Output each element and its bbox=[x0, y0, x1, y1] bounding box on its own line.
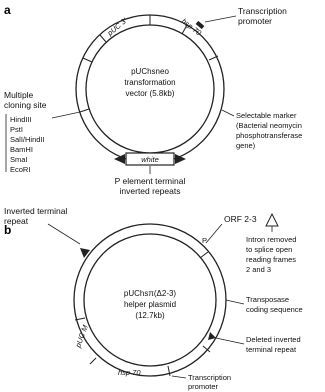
segment-white: white bbox=[141, 155, 159, 164]
plasmid-a-divider bbox=[181, 24, 188, 35]
plasmid-a-divider bbox=[99, 34, 107, 43]
plasmid-b-divider bbox=[89, 357, 97, 365]
plasmid-a-name-line3: vector (5.8kb) bbox=[126, 89, 175, 98]
leader-promoter-a bbox=[204, 15, 237, 23]
mcs-site-3: SalI/HindII bbox=[10, 135, 45, 144]
marker-line4: gene) bbox=[236, 141, 256, 150]
plasmid-a-name-line1: pUChsneo bbox=[131, 67, 169, 76]
intron-line2: to splice open bbox=[246, 245, 292, 254]
leader-mcs bbox=[51, 111, 81, 119]
mcs-title-line2: cloning site bbox=[4, 100, 47, 110]
plasmid-b-divider bbox=[74, 317, 86, 321]
plasmid-b-name-line3: (12.7kb) bbox=[135, 311, 165, 320]
plasmid-b-inner-ring bbox=[83, 233, 217, 367]
promoter-block-a bbox=[195, 20, 205, 30]
transposase-line1: Transposase bbox=[246, 295, 289, 304]
leader-promoter-b bbox=[171, 375, 187, 379]
inverted-repeat-arrow bbox=[80, 248, 90, 258]
intron-line3: reading frames bbox=[246, 255, 296, 264]
deleted-repeat-line1: Deleted inverted bbox=[246, 335, 301, 344]
promoter-b-line2: promoter bbox=[188, 382, 219, 391]
p-marker: P bbox=[202, 236, 207, 245]
mcs-site-1: HindIII bbox=[10, 115, 32, 124]
repeats-line2: inverted repeats bbox=[120, 186, 181, 196]
leader-orf bbox=[205, 223, 223, 244]
plasmid-b-name-line1: pUChsπ(Δ2-3) bbox=[124, 289, 177, 298]
mcs-title-line1: Multiple bbox=[4, 90, 34, 100]
inverted-repeat-line1: Inverted terminal bbox=[4, 206, 67, 216]
plasmid-b-divider bbox=[167, 365, 171, 377]
leader-transposase bbox=[225, 299, 245, 305]
segment-hsp-b: hsp 70 bbox=[118, 368, 141, 377]
transposase-line2: coding sequence bbox=[246, 305, 303, 314]
leader-marker bbox=[221, 109, 235, 117]
orf-label: ORF 2-3 bbox=[224, 214, 257, 224]
leader-inverted-repeat bbox=[47, 223, 81, 245]
plasmid-b: P pUC M hsp 70 pUChsπ(Δ2-3) helper plasm… bbox=[73, 223, 227, 377]
promoter-a-line1: Transcription bbox=[238, 6, 287, 16]
deleted-repeat-line2: terminal repeat bbox=[246, 345, 297, 354]
marker-line2: (Bacterial neomycin bbox=[236, 121, 302, 130]
plasmid-a-divider bbox=[208, 55, 219, 61]
segment-puc-b: pUC M bbox=[73, 323, 90, 350]
mcs-site-2: PstI bbox=[10, 125, 23, 134]
repeat-arrow-right bbox=[175, 154, 186, 164]
mcs-site-4: BamHI bbox=[10, 145, 33, 154]
panel-b-letter: b bbox=[4, 223, 11, 237]
plasmid-b-divider bbox=[199, 251, 209, 259]
plasmid-a: pUC 3' hsp 70 white pUChsneo transformat… bbox=[75, 14, 225, 166]
leader-deleted-repeat bbox=[215, 337, 245, 345]
plasmid-b-divider bbox=[202, 345, 211, 353]
marker-line3: phosphotransferase bbox=[236, 131, 302, 140]
white-gene-box bbox=[125, 152, 175, 166]
deleted-repeat-arrow bbox=[208, 332, 216, 340]
promoter-a-line2: promoter bbox=[238, 16, 272, 26]
plasmid-b-name-line2: helper plasmid bbox=[124, 300, 176, 309]
intron-line4: 2 and 3 bbox=[246, 265, 271, 274]
promoter-b-line1: Transcription bbox=[188, 373, 231, 382]
repeats-line1: P element terminal bbox=[115, 176, 186, 186]
plasmid-a-name-line2: transformation bbox=[124, 78, 175, 87]
mcs-site-6: EcoRI bbox=[10, 165, 30, 174]
inverted-repeat-line2: repeat bbox=[4, 216, 29, 226]
intron-line1: Intron removed bbox=[246, 235, 296, 244]
intron-triangle-icon bbox=[265, 212, 279, 227]
panel-a-letter: a bbox=[4, 3, 11, 17]
repeat-arrow-left bbox=[114, 154, 125, 164]
marker-line1: Selectable marker bbox=[236, 111, 297, 120]
mcs-site-5: SmaI bbox=[10, 155, 28, 164]
plasmid-a-divider bbox=[82, 57, 93, 63]
plasmid-a-divider bbox=[79, 108, 90, 113]
